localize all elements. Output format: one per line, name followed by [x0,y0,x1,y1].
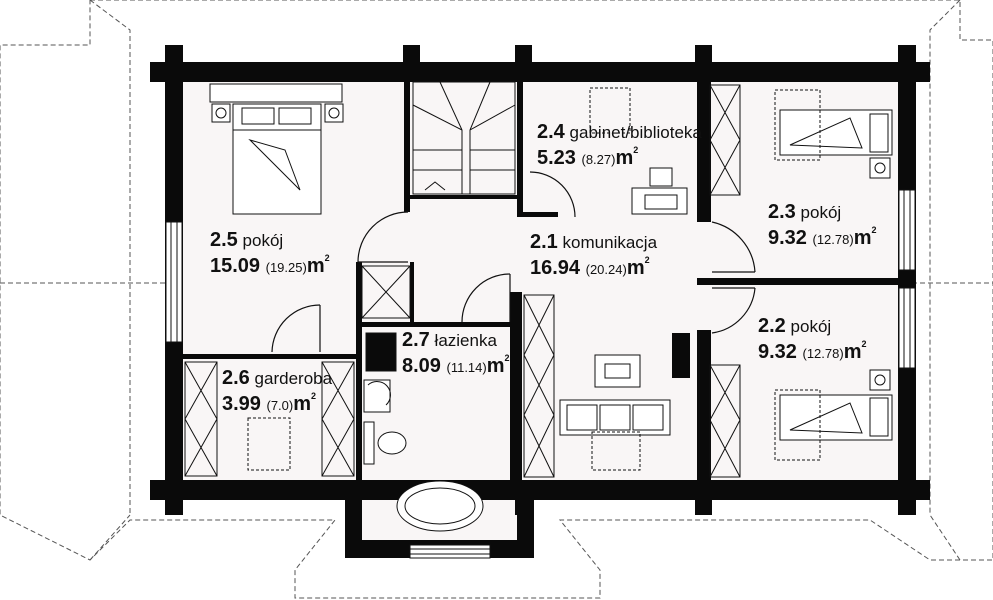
unit-exp: 2 [871,225,877,235]
interior-walls [183,82,898,480]
room-number: 2.1 [530,231,558,253]
double-bed [209,83,344,215]
room-name: garderoba [254,369,333,388]
unit-exp: 2 [861,339,867,349]
single-bed-room-2-3 [774,89,893,179]
room-label-2-5: 2.5 pokój 15.09 (19.25)m2 [210,230,330,276]
room-name: komunikacja [562,233,658,252]
room-label-2-2: 2.2 pokój 9.32 (12.78)m2 [758,316,867,362]
unit: m [306,255,325,277]
wardrobes [184,84,741,478]
room-label-2-6: 2.6 garderoba 3.99 (7.0)m2 [222,368,332,414]
single-bed-room-2-2 [774,369,893,461]
room-number: 2.2 [758,315,786,337]
unit: m [615,147,634,169]
office-desk [589,87,688,215]
room-number: 2.7 [402,329,430,351]
room-gross-area: (20.24) [585,262,627,277]
room-gross-area: (19.25) [265,260,307,275]
unit-exp: 2 [311,391,317,401]
room-area: 5.23 [537,147,576,169]
room-label-2-1: 2.1 komunikacja 16.94 (20.24)m2 [530,232,657,278]
room-number: 2.4 [537,121,565,143]
room-gross-area: (12.78) [812,232,854,247]
room-number: 2.5 [210,229,238,251]
unit-exp: 2 [324,253,330,263]
room-number: 2.6 [222,367,250,389]
room-gross-area: (12.78) [802,346,844,361]
room-gross-area: (11.14) [446,360,487,375]
room-gross-area: (7.0) [266,398,294,413]
room-name: pokój [242,231,284,250]
unit: m [843,341,862,363]
unit-exp: 2 [644,255,650,265]
room-label-2-3: 2.3 pokój 9.32 (12.78)m2 [768,202,877,248]
unit-exp: 2 [633,145,639,155]
room-area: 16.94 [530,257,581,279]
sofa-set [559,354,671,471]
room-name: pokój [790,317,832,336]
outer-walls [150,45,930,558]
staircase [412,81,516,195]
unit: m [626,257,645,279]
room-number: 2.3 [768,201,796,223]
room-area: 15.09 [210,255,261,277]
room-label-2-4: 2.4 gabinet/biblioteka 5.23 (8.27)m2 [537,122,702,168]
room-area: 3.99 [222,393,261,415]
room-name: gabinet/biblioteka [569,123,702,142]
unit: m [293,393,312,415]
room-gross-area: (8.27) [581,152,616,167]
room-label-2-7: 2.7 łazienka 8.09 (11.14)m2 [402,330,510,376]
room-name: łazienka [434,331,497,350]
room-area: 9.32 [758,341,797,363]
unit-exp: 2 [504,353,510,363]
room-area: 9.32 [768,227,807,249]
room-area: 8.09 [402,355,441,377]
room-name: pokój [800,203,842,222]
windows [165,189,916,559]
unit: m [853,227,872,249]
bathroom-fixtures [363,332,484,532]
unit: m [486,355,505,377]
door-swings [271,171,756,353]
